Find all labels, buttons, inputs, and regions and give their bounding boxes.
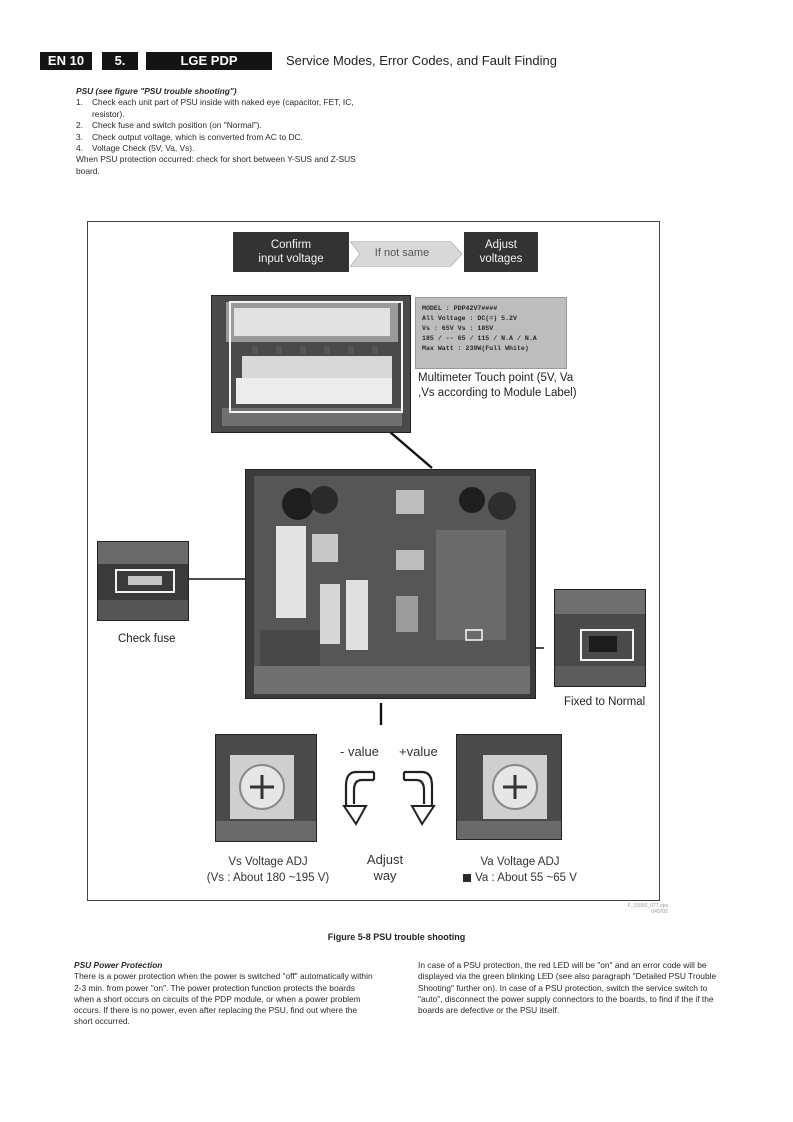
psu-trouble-figure: Confirm input voltage If not same Adjust…	[87, 221, 660, 901]
section-title: Service Modes, Error Codes, and Fault Fi…	[286, 53, 557, 68]
module-label-line: MODEL : PDP42V7####	[422, 305, 498, 312]
code-ref-line: F_15550_077.eps	[627, 903, 668, 909]
check-steps-list: 1. Check each unit part of PSU inside wit…	[76, 97, 366, 154]
module-label-line: 185 / -- 65 / 115 / N.A / N.A	[422, 335, 537, 342]
figure-caption: Figure 5-8 PSU trouble shooting	[327, 932, 466, 942]
brand-tag: LGE PDP	[146, 52, 272, 70]
step-text: Voltage Check (5V, Va, Vs).	[92, 143, 195, 154]
module-label-line: All Voltage : DC(=) 5.2V	[422, 315, 517, 322]
figure-code-reference: F_15550_077.eps 040705	[620, 903, 668, 915]
protection-title: PSU Power Protection	[74, 960, 163, 970]
adjust-line1: Adjust	[485, 239, 517, 251]
vs-potentiometer-photo	[215, 734, 317, 842]
list-item: 1. Check each unit part of PSU inside wit…	[76, 97, 366, 120]
step-text: Check each unit part of PSU inside with …	[92, 97, 354, 119]
va-potentiometer-photo	[456, 734, 562, 840]
module-label-line: Max Watt : 230W(Full White)	[422, 345, 529, 352]
connector-closeup-photo	[211, 295, 411, 433]
list-item: 2. Check fuse and switch position (on "No…	[76, 120, 366, 131]
code-ref-line: 040705	[651, 909, 668, 915]
if-not-same-label: If not same	[374, 247, 430, 259]
language-tag: EN 10	[40, 52, 92, 70]
chevron-arrow-icon	[350, 241, 462, 267]
psu-intro: PSU (see figure "PSU trouble shooting") …	[76, 86, 366, 177]
bullet-square-icon	[463, 874, 472, 882]
confirm-line1: Confirm	[270, 239, 312, 251]
service-switch-photo	[554, 589, 646, 687]
adjust-voltages-box: Adjust voltages	[464, 232, 538, 272]
step-number: 1.	[76, 97, 83, 108]
fixed-to-normal-caption: Fixed to Normal	[564, 696, 646, 708]
ccw-rotate-arrow-icon	[342, 770, 376, 826]
protection-left-text: There is a power protection when the pow…	[74, 971, 373, 1027]
check-fuse-caption: Check fuse	[118, 633, 176, 645]
protection-note: When PSU protection occurred: check for …	[76, 154, 356, 176]
step-number: 4.	[76, 143, 83, 154]
adjust-way-caption: Adjust way	[344, 852, 426, 884]
list-item: 3. Check output voltage, which is convert…	[76, 132, 366, 143]
confirm-input-voltage-box: Confirm input voltage	[233, 232, 349, 272]
module-label-line: Vs : 65V Vs : 185V	[422, 325, 494, 332]
cw-rotate-arrow-icon	[402, 770, 436, 826]
list-item: 4. Voltage Check (5V, Va, Vs).	[76, 143, 366, 154]
psu-board-photo	[245, 469, 536, 699]
va-range: Va : About 55 ~65 V	[475, 872, 577, 884]
vs-range: (Vs : About 180 ~195 V)	[206, 872, 330, 884]
protection-right-column: In case of a PSU protection, the red LED…	[418, 960, 718, 1016]
step-number: 3.	[76, 131, 83, 142]
adjust-way-line2: way	[373, 868, 397, 883]
step-text: Check fuse and switch position (on "Norm…	[92, 120, 262, 131]
adjust-line2: voltages	[479, 253, 523, 265]
chapter-number: 5.	[102, 52, 138, 70]
vs-voltage-caption: Vs Voltage ADJ (Vs : About 180 ~195 V)	[188, 854, 348, 886]
adjust-way-line1: Adjust	[366, 852, 404, 867]
intro-title: PSU (see figure "PSU trouble shooting")	[76, 86, 237, 96]
step-text: Check output voltage, which is converted…	[92, 131, 303, 142]
protection-right-text: In case of a PSU protection, the red LED…	[418, 960, 717, 1016]
step-number: 2.	[76, 120, 83, 131]
fuse-closeup-photo	[97, 541, 189, 621]
plus-value-label: +value	[399, 744, 438, 759]
module-label-plate: MODEL : PDP42V7#### All Voltage : DC(=) …	[415, 297, 567, 369]
protection-left-column: PSU Power Protection There is a power pr…	[74, 960, 374, 1028]
va-voltage-caption: Va Voltage ADJ Va : About 55 ~65 V	[440, 854, 600, 886]
confirm-line2: input voltage	[258, 253, 324, 265]
minus-value-label: - value	[340, 744, 380, 759]
multimeter-caption: Multimeter Touch point (5V, Va ,Vs accor…	[418, 372, 577, 399]
vs-title: Vs Voltage ADJ	[228, 856, 308, 868]
va-title: Va Voltage ADJ	[480, 856, 560, 868]
va-range-row: Va : About 55 ~65 V	[440, 870, 600, 886]
